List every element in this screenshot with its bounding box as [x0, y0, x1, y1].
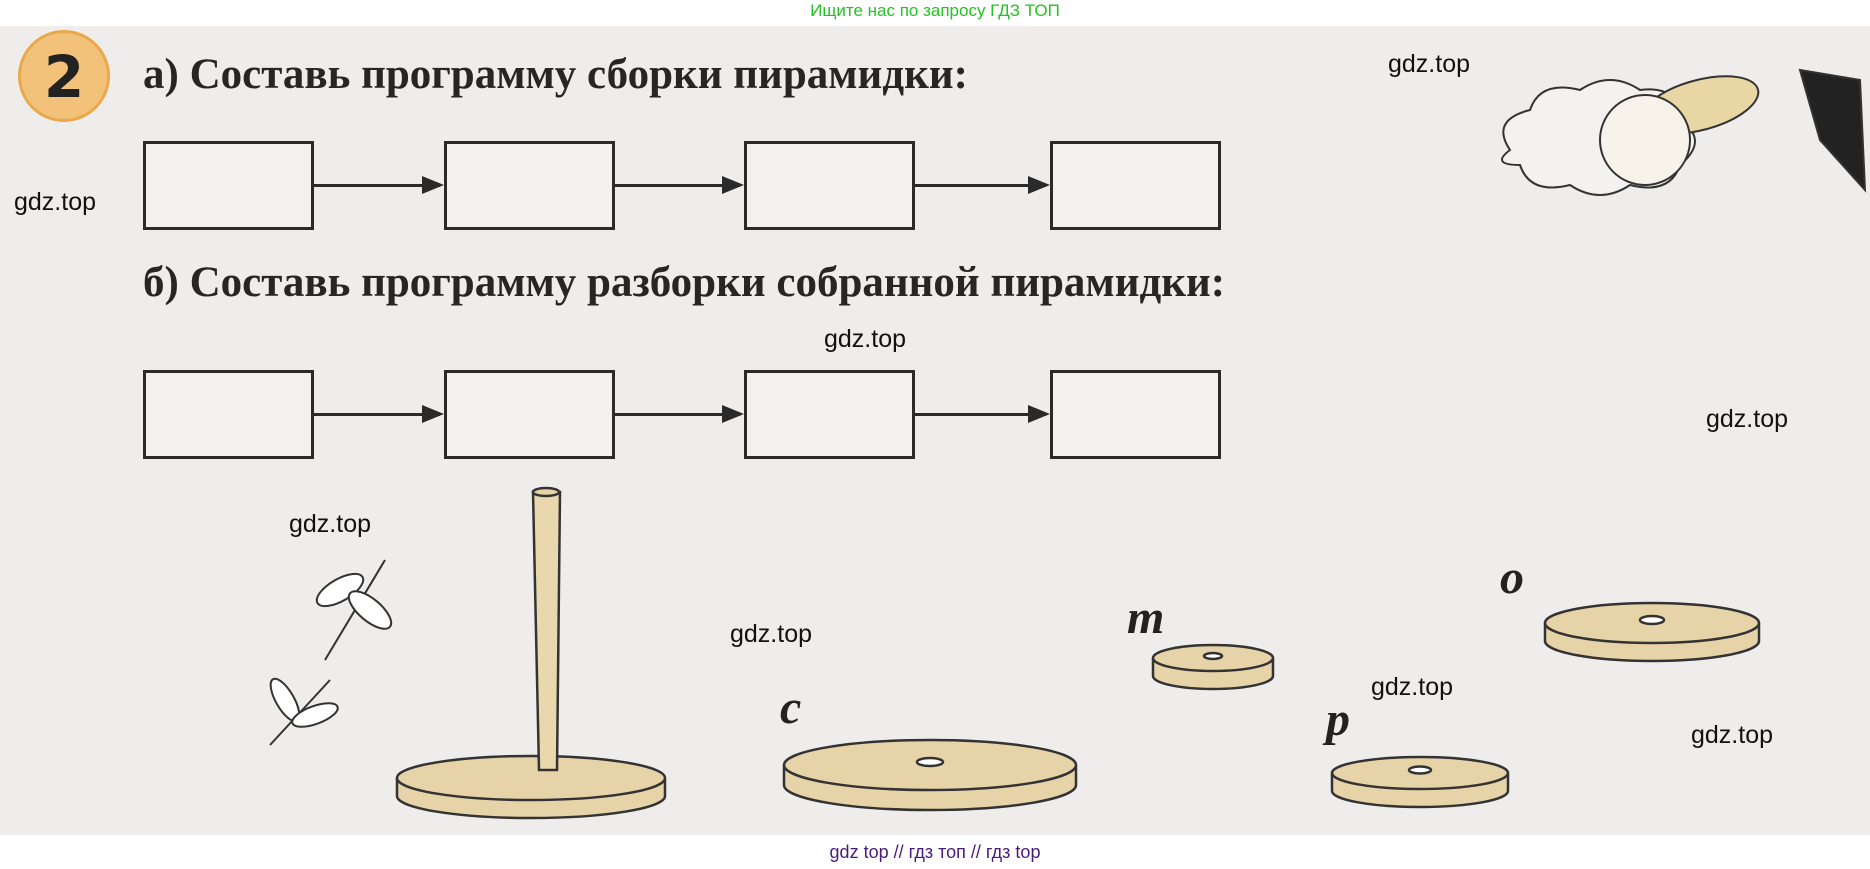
- assembly-step-box-2[interactable]: [444, 141, 615, 230]
- disassembly-step-box-2[interactable]: [444, 370, 615, 459]
- watermark: gdz.top: [1691, 721, 1774, 749]
- watermark: gdz.top: [1706, 405, 1789, 433]
- watermark: gdz.top: [730, 620, 813, 648]
- dragonfly-icon: [269, 559, 393, 746]
- assembly-step-box-1[interactable]: [143, 141, 314, 230]
- watermark: gdz.top: [1371, 673, 1454, 701]
- footer-watermark: gdz top // гдз топ // гдз top: [0, 835, 1870, 867]
- watermark: gdz.top: [1388, 50, 1471, 78]
- arrow-icon: [915, 176, 1050, 194]
- arrow-icon: [314, 405, 444, 423]
- bee-on-cloud-icon: [1501, 68, 1867, 196]
- arrow-icon: [314, 176, 444, 194]
- disc-c-icon: [782, 738, 1078, 812]
- task-number-badge: 2: [18, 30, 110, 122]
- piece-label-m: m: [1127, 591, 1165, 644]
- arrow-icon: [614, 176, 744, 194]
- arrow-icon: [614, 405, 744, 423]
- disc-m-icon: [1151, 643, 1275, 691]
- disc-p-icon: [1330, 755, 1510, 809]
- assembly-step-box-3[interactable]: [744, 141, 915, 230]
- piece-label-o: o: [1500, 551, 1524, 604]
- top-banner: Ищите нас по запросу ГДЗ ТОП: [0, 0, 1870, 26]
- arrow-icon: [915, 405, 1050, 423]
- disc-o-icon: [1543, 601, 1761, 663]
- disassembly-step-box-4[interactable]: [1050, 370, 1221, 459]
- piece-label-p: p: [1326, 693, 1350, 746]
- assembly-step-box-4[interactable]: [1050, 141, 1221, 230]
- task-a-heading: а) Составь программу сборки пирамидки:: [143, 51, 968, 98]
- watermark: gdz.top: [289, 510, 372, 538]
- disassembly-step-box-3[interactable]: [744, 370, 915, 459]
- watermark: gdz.top: [14, 188, 97, 216]
- pyramid-base-icon: [395, 486, 667, 820]
- piece-label-c: c: [780, 681, 802, 734]
- task-b-heading: б) Составь программу разборки собранной …: [143, 259, 1226, 306]
- watermark: gdz.top: [824, 325, 907, 353]
- disassembly-step-box-1[interactable]: [143, 370, 314, 459]
